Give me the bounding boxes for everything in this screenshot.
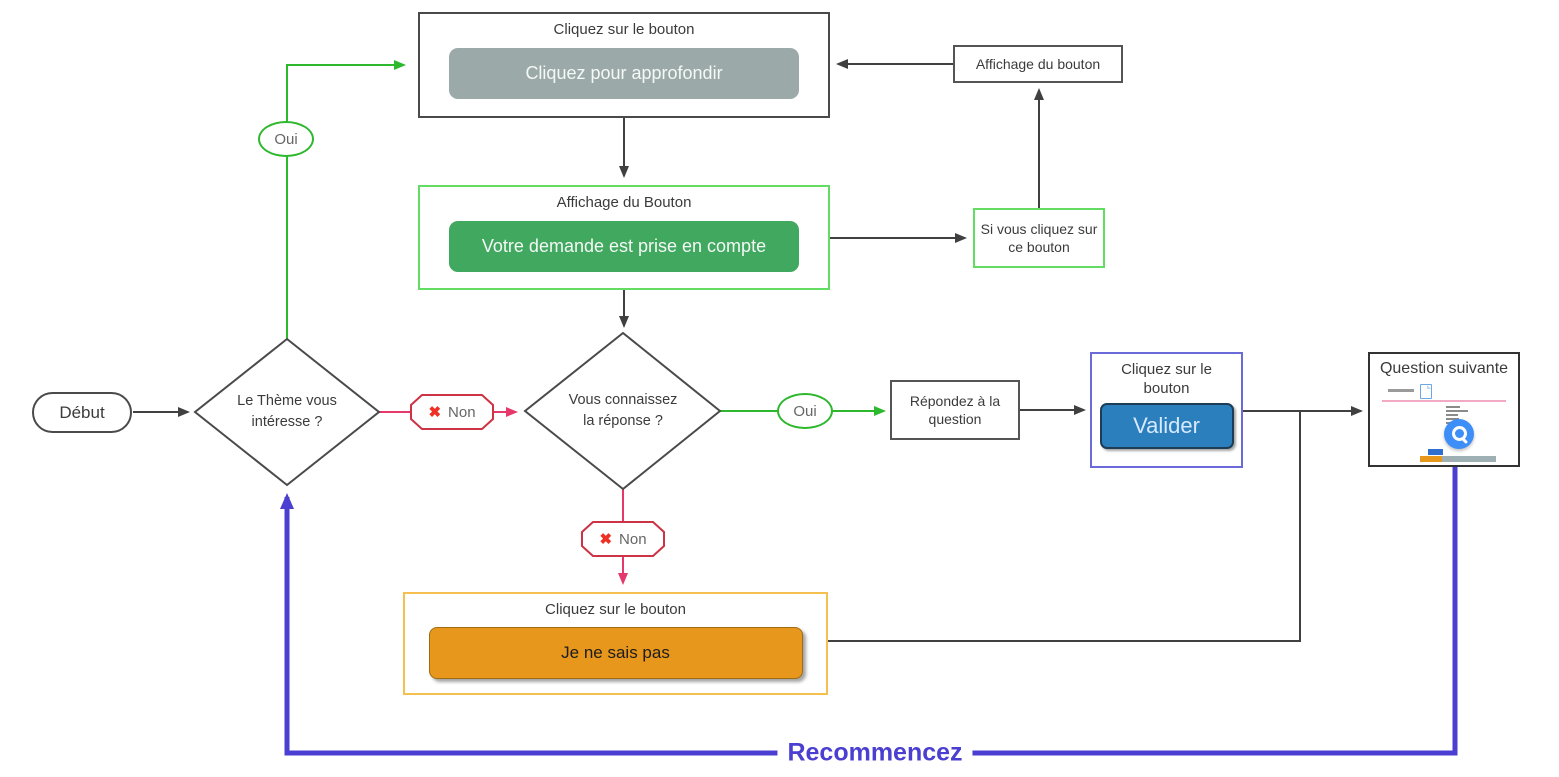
oui-badge-top: Oui: [258, 121, 314, 157]
node-title: Cliquez sur le bouton: [545, 601, 686, 618]
node-title: Question suivante: [1379, 360, 1509, 377]
x-icon: ✖: [428, 403, 442, 421]
connector-saispas-to-question: [828, 412, 1301, 642]
node-title: Cliquez sur le bouton: [1121, 361, 1212, 397]
node-title: Affichage du Bouton: [556, 194, 692, 211]
decision-theme-diamond: [193, 337, 381, 487]
decision-reponse-label: Vous connaissez la réponse ?: [568, 391, 678, 429]
document-icon: [1420, 384, 1432, 399]
oui-label: Oui: [274, 130, 298, 148]
node-je-ne-sais-pas: Cliquez sur le bouton Je ne sais pas: [403, 592, 828, 695]
start-node: Début: [32, 392, 132, 433]
search-icon: [1444, 419, 1474, 449]
node-title: Cliquez sur le bouton: [553, 21, 695, 38]
decision-theme-label: Le Thème vous intéresse ?: [237, 392, 337, 430]
list-item: [1446, 418, 1459, 420]
start-label: Début: [59, 402, 105, 422]
node-question-suivante: Question suivante: [1368, 352, 1520, 467]
non-badge-outline: [410, 394, 494, 430]
approfondir-button[interactable]: Cliquez pour approfondir: [449, 47, 799, 99]
node-valider: Cliquez sur le bouton Valider: [1090, 352, 1243, 468]
list-item: [1446, 410, 1468, 412]
recommencez-label: Recommencez: [777, 738, 973, 768]
oui-badge-right: Oui: [777, 393, 833, 429]
non-badge-down: ✖ Non: [581, 521, 665, 557]
non-badge-right: ✖ Non: [410, 394, 494, 430]
tiny-gray-bar: [1442, 456, 1496, 462]
tiny-orange-bar: [1420, 456, 1442, 462]
arrow-oui-to-approfondir: [286, 60, 406, 339]
non-label: Non: [448, 403, 476, 421]
non-badge-outline: [581, 521, 665, 557]
je-ne-sais-pas-button[interactable]: Je ne sais pas: [428, 626, 803, 679]
node-affichage-du-bouton: Affichage du bouton: [953, 45, 1123, 83]
list-item: [1446, 414, 1458, 416]
tiny-text-line: [1388, 389, 1414, 392]
node-demande-prise-en-compte: Affichage du Bouton Votre demande est pr…: [418, 185, 830, 290]
demande-button[interactable]: Votre demande est prise en compte: [449, 220, 799, 272]
non-label: Non: [619, 530, 647, 548]
node-cliquez-approfondir: Cliquez sur le bouton Cliquez pour appro…: [418, 12, 830, 118]
search-handle: [1460, 436, 1469, 445]
node-si-vous-cliquez: Si vous cliquez sur ce bouton: [973, 208, 1105, 268]
node-label: Affichage du bouton: [975, 55, 1101, 72]
list-item: [1446, 406, 1460, 408]
valider-button[interactable]: Valider: [1099, 402, 1234, 449]
node-label: Répondez à la question: [909, 392, 1001, 427]
tiny-blue-chip: [1428, 449, 1443, 455]
divider-line: [1382, 400, 1506, 402]
x-icon: ✖: [599, 530, 613, 548]
question-preview-thumbnail: [1382, 383, 1506, 462]
oui-label: Oui: [793, 402, 817, 420]
search-lens: [1452, 426, 1467, 441]
node-repondez: Répondez à la question: [890, 380, 1020, 440]
node-label: Si vous cliquez sur ce bouton: [980, 220, 1098, 255]
decision-reponse-diamond: [523, 331, 722, 491]
